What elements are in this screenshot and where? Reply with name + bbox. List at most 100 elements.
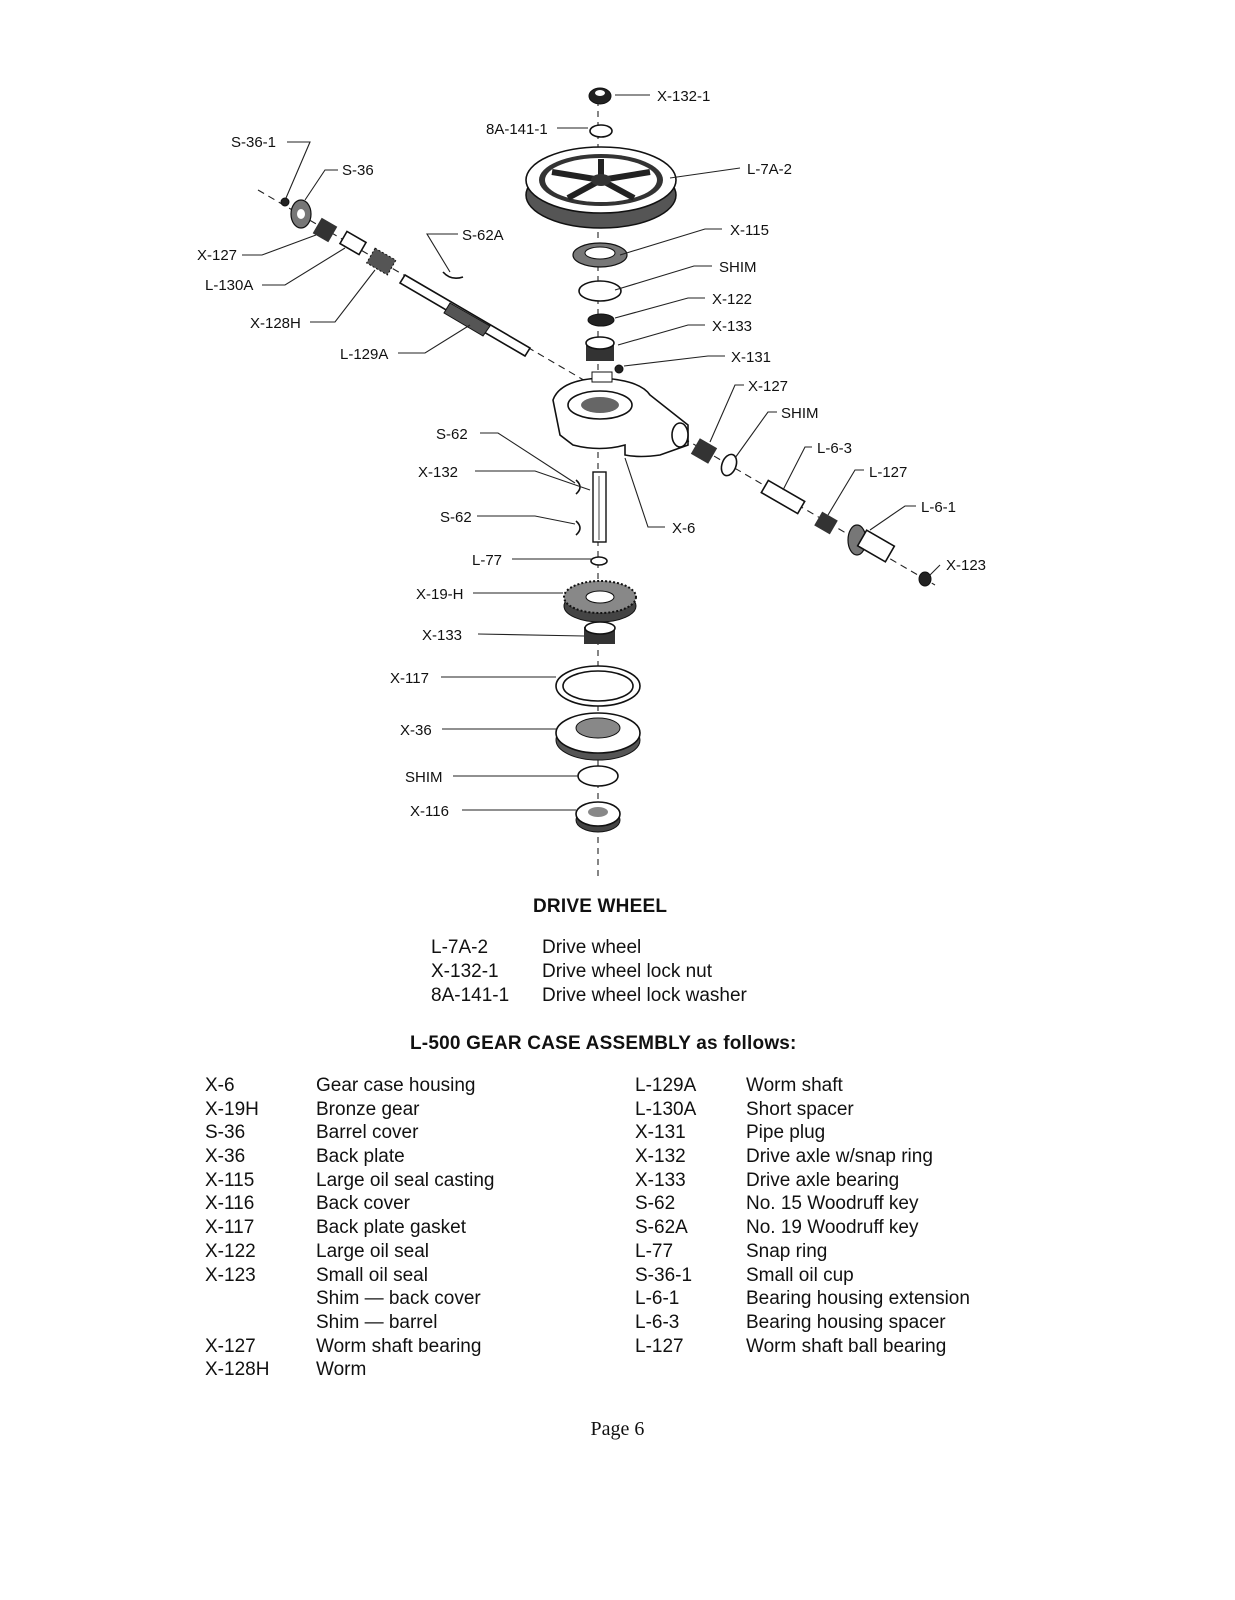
part-code: S-36-1 [635, 1264, 693, 1286]
part-description: Drive wheel lock washer [542, 985, 747, 1006]
part-description: Bronze gear [316, 1098, 420, 1120]
shim-bottom-part [577, 765, 619, 787]
part-description: Shim — back cover [316, 1288, 481, 1310]
list-item: X-133 Drive axle bearing [635, 1169, 970, 1193]
callout-shim-bottom: SHIM [405, 769, 443, 786]
short-spacer-part [338, 230, 368, 256]
callout-x117: X-117 [390, 670, 429, 687]
worm-part [365, 247, 397, 276]
callout-x127-right: X-127 [748, 378, 788, 395]
callout-l6-3: L-6-3 [817, 440, 852, 457]
part-description: Drive wheel lock nut [542, 961, 713, 982]
drive-wheel-parts-list: L-7A-2 Drive wheel X-132-1 Drive wheel l… [431, 936, 747, 1008]
callout-x115: X-115 [730, 222, 769, 239]
part-description: Worm shaft [746, 1075, 843, 1096]
lock-washer-part [589, 124, 613, 138]
callout-x123: X-123 [946, 557, 986, 574]
small-oil-seal-part [918, 571, 932, 587]
part-description: Bearing housing extension [746, 1288, 970, 1310]
callout-x116: X-116 [410, 803, 449, 820]
part-code: X-128H [205, 1359, 270, 1381]
part-description: Large oil seal casting [316, 1169, 495, 1191]
part-code: X-132-1 [431, 961, 499, 982]
part-description: No. 15 Woodruff key [746, 1193, 919, 1215]
back-plate-part [555, 712, 641, 761]
part-description: Barrel cover [316, 1122, 419, 1144]
part-code: S-62 [635, 1193, 676, 1215]
bearing-bottom-part [584, 621, 616, 644]
bearing-housing-spacer-part [760, 479, 806, 515]
bearing-housing-extension-part [847, 524, 896, 563]
worm-shaft-bearing-left-part [312, 217, 338, 243]
lock-nut-part [588, 87, 612, 105]
callout-s62a: S-62A [462, 227, 504, 244]
drive-wheel-part [525, 146, 677, 229]
large-oil-seal-part [587, 313, 615, 327]
callout-x131: X-131 [731, 349, 771, 366]
part-description: Small oil cup [746, 1264, 854, 1286]
part-code: X-127 [205, 1335, 256, 1357]
part-description: Large oil seal [316, 1240, 430, 1262]
callout-x132: X-132 [418, 464, 458, 481]
list-item: L-129A Worm shaft [635, 1074, 970, 1098]
list-item: X-132-1 Drive wheel lock nut [431, 960, 747, 984]
part-code: S-36 [205, 1122, 246, 1144]
part-description: Shim — barrel [316, 1311, 438, 1333]
callout-x122: X-122 [712, 291, 752, 308]
callout-s62-top: S-62 [436, 426, 468, 443]
part-description: Drive axle bearing [746, 1169, 900, 1191]
list-item: 8A-141-1 Drive wheel lock washer [431, 984, 747, 1008]
shim-top-part [578, 280, 622, 302]
part-code: L-129A [635, 1075, 697, 1096]
callout-8a141-1: 8A-141-1 [486, 121, 548, 138]
callout-leader-lines [242, 94, 941, 811]
bronze-gear-part [563, 580, 637, 623]
worm-shaft-bearing-right-part [690, 438, 718, 464]
part-code: X-115 [205, 1169, 255, 1191]
part-code: L-6-1 [635, 1288, 680, 1310]
list-item: L-7A-2 Drive wheel [431, 936, 747, 960]
back-cover-part [575, 801, 621, 833]
part-code: X-133 [635, 1169, 686, 1191]
part-description: Worm shaft bearing [316, 1335, 482, 1357]
drive-wheel-title: DRIVE WHEEL [533, 896, 668, 917]
callout-s62-bottom: S-62 [440, 509, 472, 526]
callout-l129a: L-129A [340, 346, 388, 363]
callout-l77: L-77 [472, 552, 502, 569]
callout-l7a2: L-7A-2 [747, 161, 792, 178]
gear-case-housing-part [552, 371, 689, 458]
callout-l127: L-127 [869, 464, 907, 481]
worm-shaft-part [398, 273, 532, 358]
callout-x36: X-36 [400, 722, 432, 739]
part-description: Worm [316, 1359, 367, 1381]
pipe-plug-part [614, 364, 624, 374]
list-item: S-36 Barrel cover [205, 1121, 495, 1145]
list-item: X-127 Worm shaft bearing [205, 1335, 495, 1359]
shim-right-part [720, 453, 738, 477]
callout-x19h: X-19-H [416, 586, 464, 603]
exploded-parts-diagram: X-132-1 8A-141-1 L-7A-2 S-36-1 S-36 S-62… [197, 87, 986, 880]
part-description: Back cover [316, 1193, 410, 1215]
list-item: X-128H Worm [205, 1358, 495, 1382]
part-code [205, 1311, 316, 1335]
oil-cup-part [280, 197, 290, 207]
list-item: Shim — barrel [205, 1311, 495, 1335]
part-code: L-6-3 [635, 1311, 680, 1333]
part-code: X-123 [205, 1264, 256, 1286]
back-plate-gasket-part [555, 665, 641, 707]
callout-shim-right: SHIM [781, 405, 819, 422]
part-code: S-62A [635, 1217, 688, 1239]
callout-x128h: X-128H [250, 315, 301, 332]
part-code: X-122 [205, 1240, 256, 1262]
